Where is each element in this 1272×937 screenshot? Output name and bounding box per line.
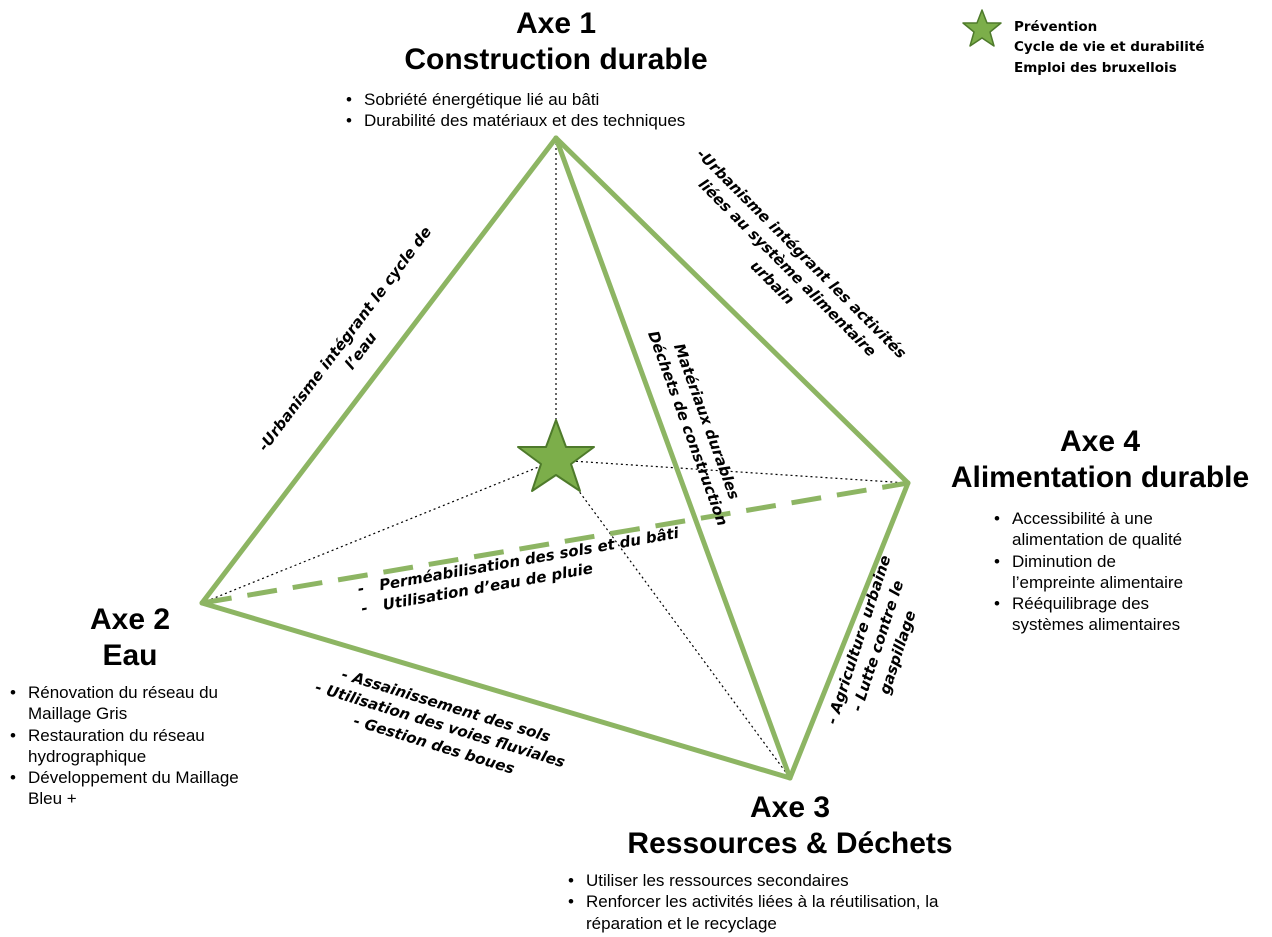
legend-line-lifecycle: Cycle de vie et durabilité <box>1014 39 1205 56</box>
edge-axe1-axe4 <box>553 135 911 486</box>
legend-lines: Prévention Cycle de vie et durabilité Em… <box>1014 17 1205 78</box>
center-star-icon <box>517 419 595 492</box>
axe1-number: Axe 1 <box>515 7 597 40</box>
legend: Prévention Cycle de vie et durabilité Em… <box>960 8 1205 76</box>
axe4-points: Accessibilité à une alimentation de qual… <box>990 508 1190 636</box>
axe3-name: Ressources & Déchets <box>627 827 953 860</box>
axe3-points: Utiliser les ressources secondaires Renf… <box>564 870 1004 934</box>
axe2-point: Développement du Maillage Bleu + <box>6 767 246 810</box>
dotted-line-center-axe4 <box>555 459 909 484</box>
axe3-title: Axe 3 Ressources & Déchets <box>590 790 990 862</box>
edge-axe1-axe2 <box>199 135 559 606</box>
dotted-line-center-axe2 <box>201 459 557 604</box>
axe2-name: Eau <box>102 639 158 672</box>
star-icon <box>962 9 1002 47</box>
axe4-number: Axe 4 <box>1059 425 1141 458</box>
axe4-name: Alimentation durable <box>950 461 1250 494</box>
legend-line-prevention: Prévention <box>1014 19 1098 35</box>
axe2-number: Axe 2 <box>89 603 171 636</box>
edge-axe3-axe4 <box>787 480 911 781</box>
axe2-points: Rénovation du réseau du Maillage Gris Re… <box>6 682 246 810</box>
axe3-point: Utiliser les ressources secondaires <box>564 870 1004 892</box>
axe2-title: Axe 2 Eau <box>40 602 220 674</box>
legend-line-employment: Emploi des bruxellois <box>1014 59 1177 76</box>
axe3-point: Renforcer les activités liées à la réuti… <box>564 891 1004 934</box>
axe4-point: Diminution de l’empreinte alimentaire <box>990 551 1190 594</box>
axe4-point: Accessibilité à une alimentation de qual… <box>990 508 1190 551</box>
axe1-title: Axe 1 Construction durable <box>356 6 756 78</box>
axe1-name: Construction durable <box>404 43 708 76</box>
axe4-point: Rééquilibrage des systèmes alimentaires <box>990 593 1190 636</box>
axe1-point: Sobriété énergétique lié au bâti <box>342 89 782 111</box>
axe1-points: Sobriété énergétique lié au bâti Durabil… <box>342 89 782 132</box>
solid-edges <box>199 135 911 781</box>
edge-axe1-axe3 <box>553 135 793 781</box>
axe4-title: Axe 4 Alimentation durable <box>930 424 1270 496</box>
edge-axe2-axe4 <box>201 480 909 606</box>
edge-axe2-axe3 <box>199 600 793 781</box>
dotted-line-center-axe3 <box>555 459 791 779</box>
axe2-point: Restauration du réseau hydrographique <box>6 725 246 768</box>
axe3-number: Axe 3 <box>749 791 831 824</box>
axe1-point: Durabilité des matériaux et des techniqu… <box>342 110 782 132</box>
axe2-point: Rénovation du réseau du Maillage Gris <box>6 682 246 725</box>
